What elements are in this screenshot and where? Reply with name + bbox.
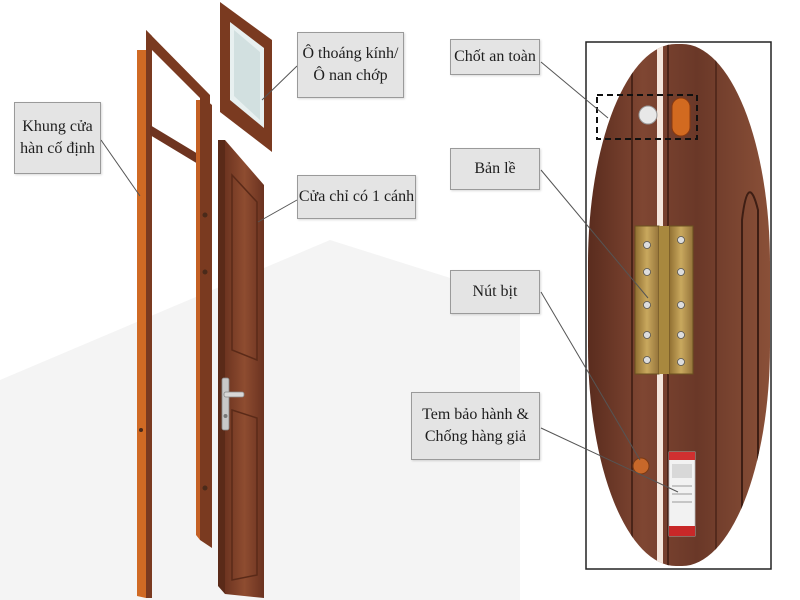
- safety-latch-icon: [638, 97, 691, 137]
- label-safety-latch-text: Chốt an toàn: [454, 48, 536, 65]
- label-hinge-text: Bản lề: [474, 160, 516, 177]
- label-plug: Nút bịt: [450, 270, 540, 314]
- transom-window: [220, 2, 272, 152]
- warranty-sticker-icon: [668, 451, 696, 537]
- label-plug-text: Nút bịt: [472, 283, 518, 300]
- label-safety-latch: Chốt an toàn: [450, 39, 540, 75]
- label-hinge: Bản lề: [450, 148, 540, 190]
- plug-icon: [632, 457, 650, 475]
- latch-highlight-box: [596, 94, 698, 140]
- fixed-frame: [137, 30, 212, 598]
- label-fixed-frame-line1: Khung cửa: [22, 118, 93, 135]
- leader-lines: [100, 61, 679, 493]
- label-fixed-frame-line2: hàn cố định: [20, 140, 95, 157]
- label-transom-line2: Ô nan chớp: [313, 67, 388, 84]
- door-leaf: [218, 140, 264, 598]
- label-single-leaf-door: Cửa chỉ có 1 cánh: [297, 175, 416, 219]
- hinge-icon: [634, 225, 694, 375]
- label-warranty-line2: Chống hàng giả: [424, 428, 527, 445]
- door-handle-icon: [221, 377, 245, 431]
- label-transom: Ô thoáng kính/ Ô nan chớp: [297, 32, 404, 98]
- label-warranty-line1: Tem bảo hành &: [422, 406, 529, 423]
- closeup-view: [588, 44, 770, 566]
- label-single-leaf-door-text: Cửa chỉ có 1 cánh: [298, 188, 415, 205]
- label-fixed-frame: Khung cửa hàn cố định: [14, 102, 101, 174]
- label-warranty-sticker: Tem bảo hành & Chống hàng giả: [411, 392, 540, 460]
- label-transom-line1: Ô thoáng kính/: [302, 45, 399, 62]
